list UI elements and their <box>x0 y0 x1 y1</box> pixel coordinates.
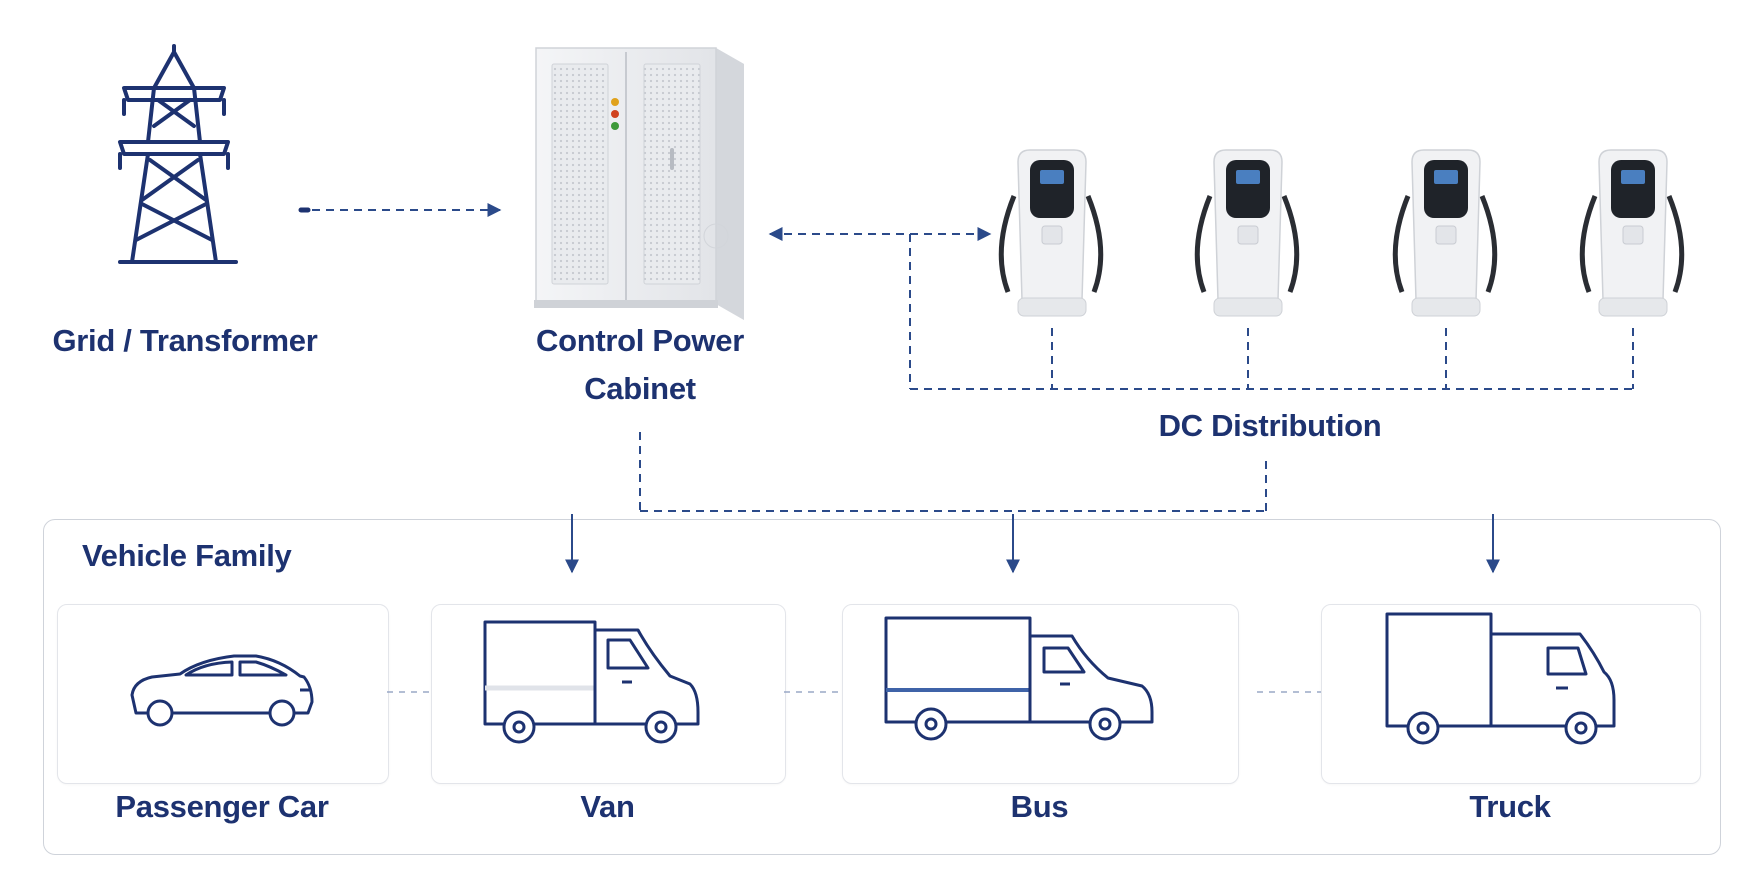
ev-charger-icon <box>1194 149 1300 317</box>
dc-distribution-label: DC Distribution <box>1158 408 1382 443</box>
van-icon <box>483 620 700 744</box>
ev-charger-icon <box>1579 149 1685 317</box>
bus-icon <box>884 616 1154 741</box>
ev-charger-icon <box>998 149 1104 317</box>
vehicle-card-van <box>431 604 786 784</box>
vehicle-family-title: Vehicle Family <box>82 538 292 573</box>
dc-distribution-bus <box>909 234 1634 390</box>
car-icon <box>130 654 314 727</box>
passenger-car-label: Passenger Car <box>115 789 329 824</box>
van-label: Van <box>580 789 635 824</box>
truck-label: Truck <box>1469 789 1551 824</box>
bus-label: Bus <box>1010 789 1069 824</box>
vehicle-card-bus <box>842 604 1239 784</box>
vehicle-card-passenger-car <box>57 604 389 784</box>
control-power-cabinet-icon <box>534 47 744 320</box>
cabinet-label-line1: Control Power <box>536 323 744 358</box>
transmission-tower-icon <box>118 44 238 264</box>
cabinet-label-line2: Cabinet <box>584 371 696 406</box>
truck-icon <box>1385 612 1616 745</box>
supply-bus-connector <box>639 432 1267 512</box>
grid-transformer-label: Grid / Transformer <box>52 323 318 358</box>
ev-charger-icon <box>1392 149 1498 317</box>
